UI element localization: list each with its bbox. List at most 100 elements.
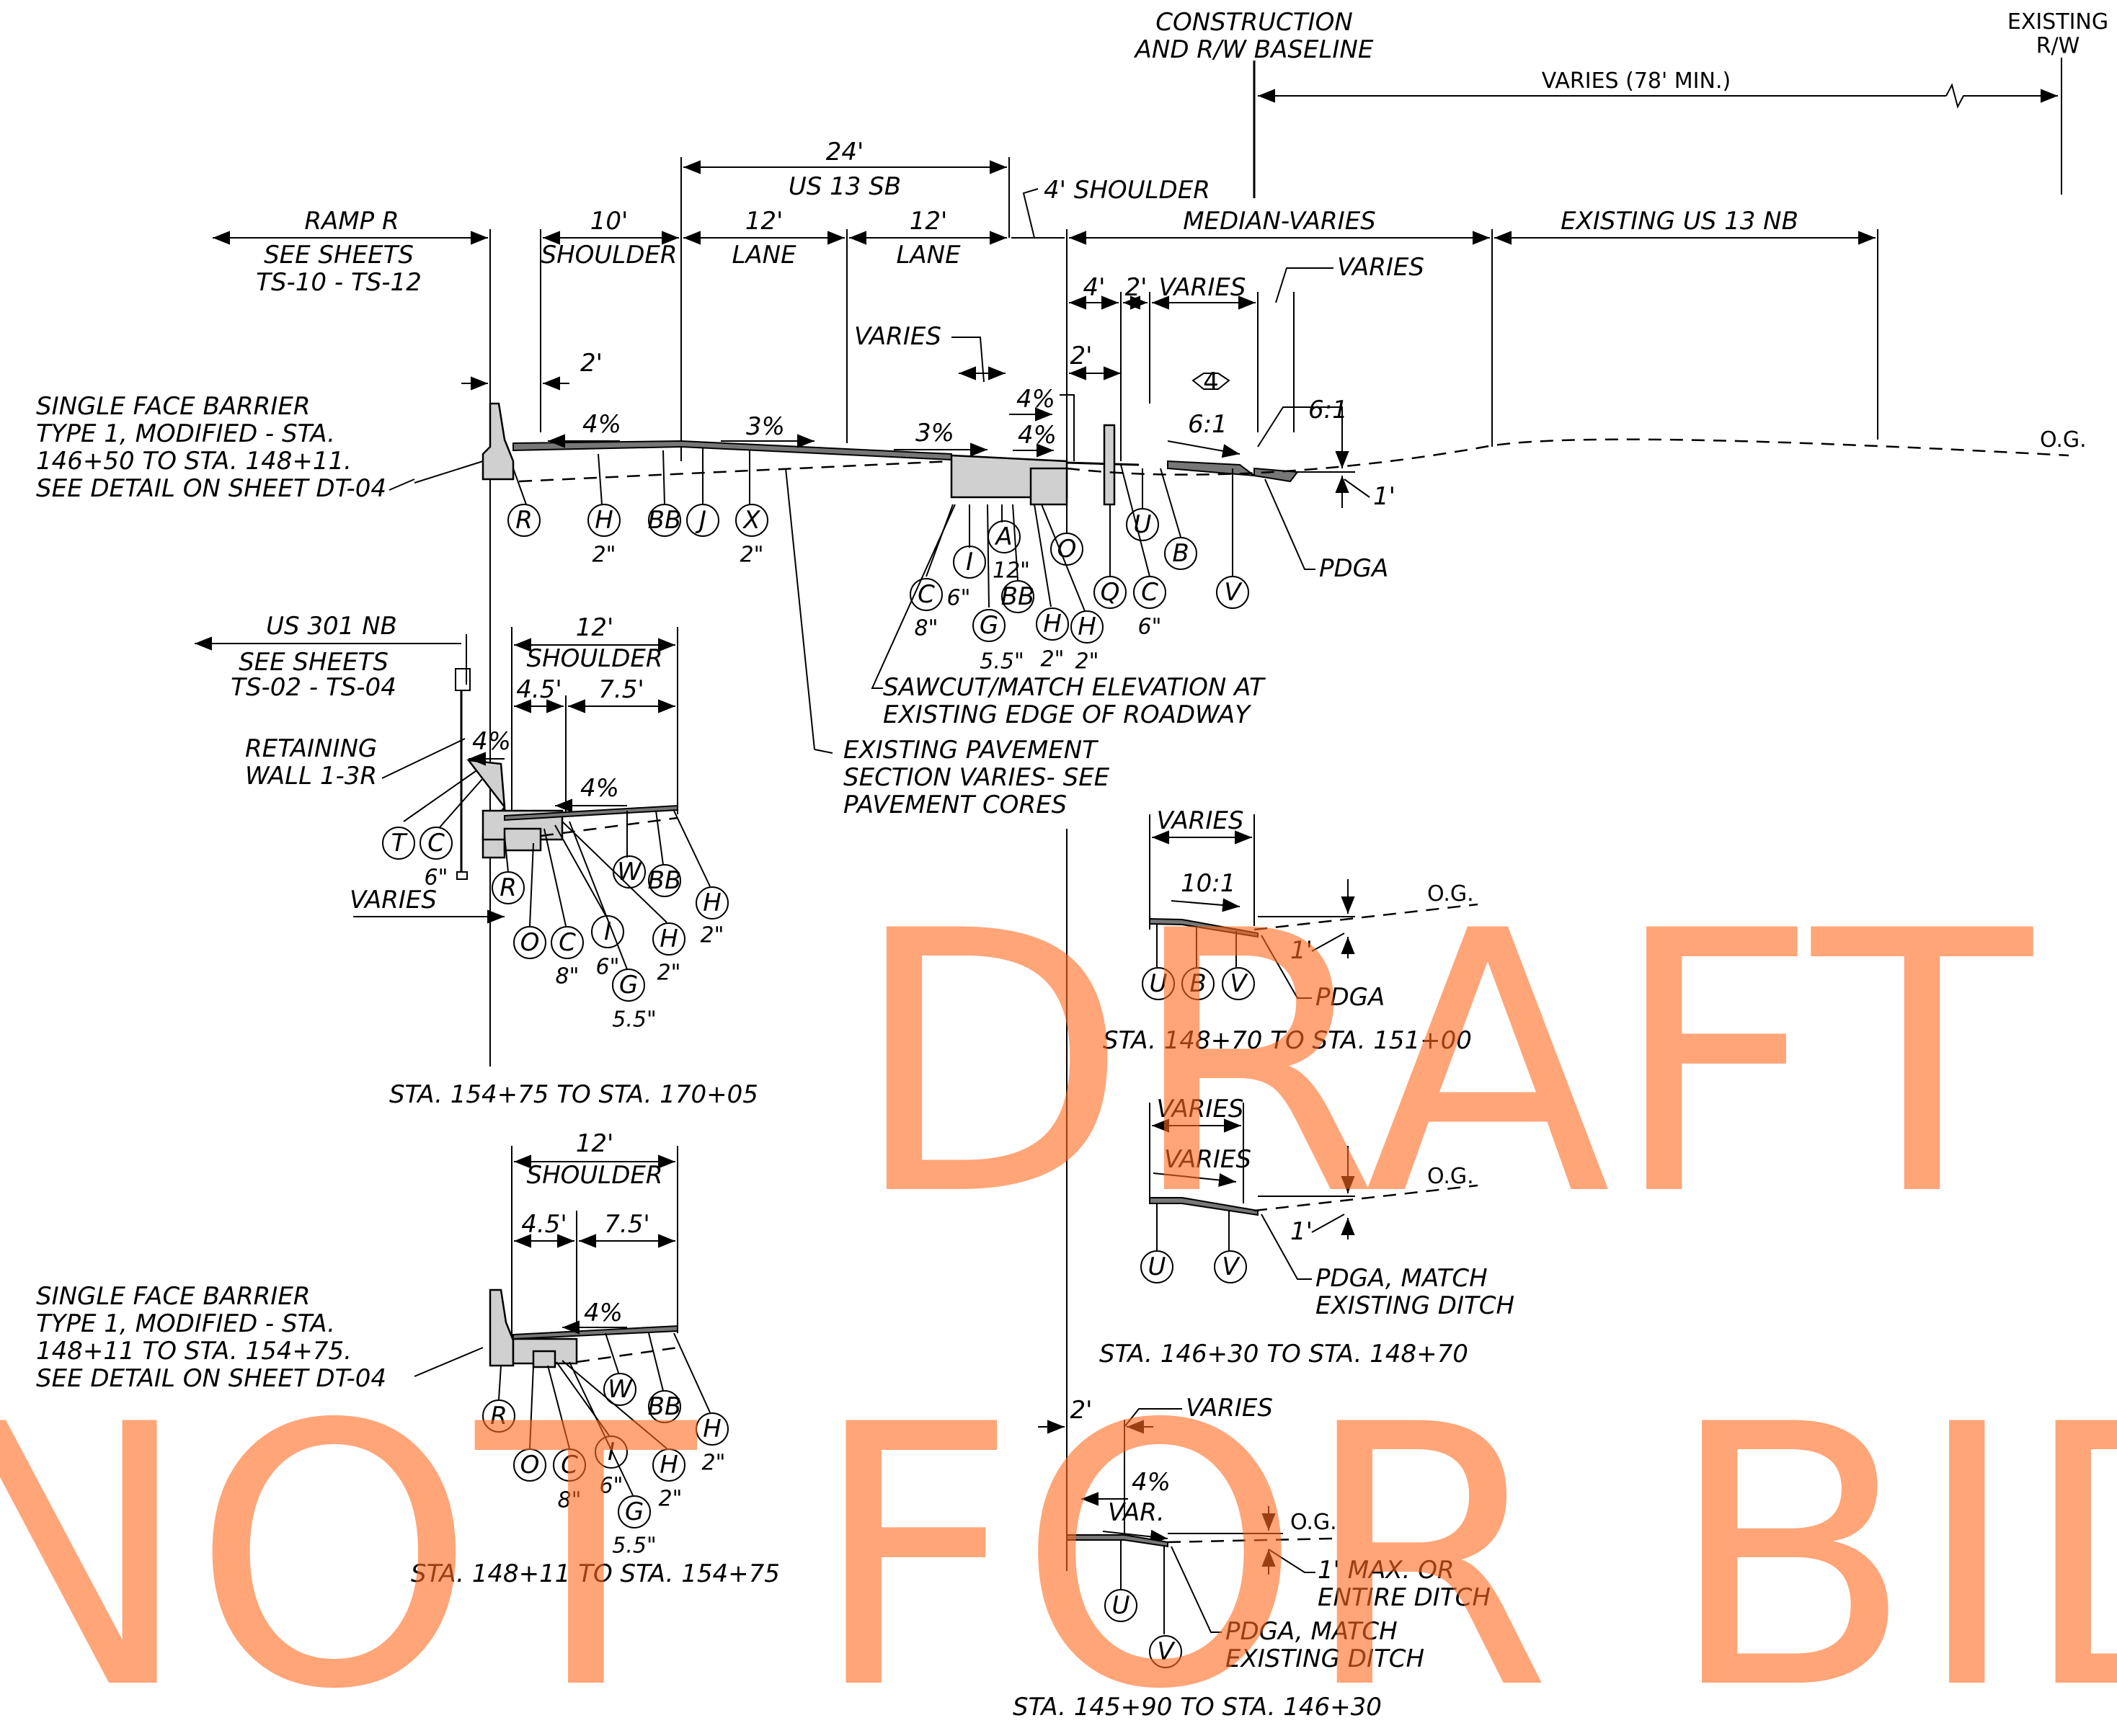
svg-text:B: B [1172,539,1189,568]
svg-text:5.5": 5.5" [980,649,1024,675]
svg-text:V: V [1157,1637,1176,1666]
svg-text:5.5": 5.5" [612,1007,657,1033]
text-line: PDGA, MATCH [1225,1617,1398,1646]
existing-us13nb-label: EXISTING US 13 NB [1561,207,1798,236]
svg-text:I: I [966,548,973,577]
svg-text:6": 6" [947,586,971,611]
text-line: R/W [2036,34,2080,59]
retaining-wall-cap [455,668,471,691]
svg-text:I: I [608,1438,615,1466]
text-line: SINGLE FACE BARRIER [36,1282,310,1311]
station-5: STA. 145+90 TO STA. 146+30 [1013,1693,1382,1722]
svg-text:X: X [742,506,760,535]
svg-text:U: U [1150,969,1168,998]
shoulder-label-1: SHOULDER [541,241,677,270]
svg-text:G: G [980,611,998,640]
varies-78-label: VARIES (78' MIN.) [1542,68,1731,94]
svg-text:2": 2" [702,1451,726,1476]
slope-4-148: 4% [584,1299,623,1327]
slope-101: 10:1 [1181,869,1235,898]
text-line: SECTION VARIES- SEE [843,763,1110,792]
svg-text:Q: Q [1101,578,1120,607]
ditch2-pave [1149,1197,1259,1216]
text-line: EXISTING DITCH [1225,1644,1424,1673]
station-2: STA. 148+70 TO STA. 151+00 [1103,1026,1472,1055]
slope-4-b: 4% [1016,385,1055,414]
svg-text:O: O [520,1451,540,1479]
svg-text:R: R [490,1402,507,1430]
svg-text:R: R [500,873,517,902]
varies-301: VARIES [350,886,437,914]
pdga-ditch1: PDGA [1315,983,1385,1012]
ts02-label: TS-02 - TS-04 [231,673,396,702]
station-4: STA. 148+11 TO STA. 154+75 [411,1559,780,1588]
station-1: STA. 154+75 TO STA. 170+05 [389,1080,758,1109]
og-main: O.G. [2040,427,2087,453]
watermark-draft: DRAFT [851,855,2038,1274]
ditch1-pave [1149,917,1259,938]
svg-text:H: H [660,1451,678,1479]
text-line: SAWCUT/MATCH ELEVATION AT [883,673,1266,702]
ramp-r-label: RAMP R [304,207,399,236]
barrier-301 [466,759,506,859]
svg-text:12": 12" [993,558,1030,584]
svg-text:8": 8" [915,616,938,641]
dim-2-curb: 2' [1070,342,1093,370]
og-ditch3: O.G. [1290,1510,1337,1535]
dim-45-301: 4.5' [516,675,562,704]
og-ditch2: O.G. [1427,1164,1474,1189]
text-line: RETAINING [245,734,377,763]
dim-12-301: 12' [576,613,614,642]
svg-text:B: B [1189,969,1206,998]
svg-text:C: C [427,829,445,858]
ts10-label: TS-10 - TS-12 [256,268,422,297]
svg-text:2": 2" [659,1487,683,1512]
see-sheets-1: SEE SHEETS [264,241,414,270]
dim-24: 24' [826,138,864,166]
slope-4-301b: 4% [580,774,619,803]
dim-12-148: 12' [576,1129,614,1158]
svg-text:H: H [703,1415,722,1443]
svg-text:A: A [994,522,1012,551]
svg-text:H: H [703,889,722,917]
dim-12-lane2: 12' [910,207,948,236]
callouts-148: R W BB H 2" O C 8" I 6" H 2" G 5.5" [482,1332,729,1559]
text-line: SEE DETAIL ON SHEET DT-04 [36,474,386,503]
callouts-main: R H 2" BB J X 2" I 6" A 12" C 8" BB G 5.… [507,448,1388,750]
svg-text:H: H [1078,613,1096,641]
svg-text:W: W [617,858,642,886]
svg-text:8": 8" [558,1488,582,1513]
shoulder-4-label: 4' SHOULDER [1044,176,1210,205]
text-line: WALL 1-3R [245,762,377,791]
slope-3-b: 3% [915,419,954,448]
svg-text:C: C [561,1451,578,1479]
svg-text:C: C [559,928,576,957]
svg-text:O: O [520,928,540,957]
svg-text:G: G [619,971,638,1000]
text-line: TYPE 1, MODIFIED - STA. [36,1309,335,1338]
dim-10: 10' [590,207,629,236]
text-line: ENTIRE DITCH [1318,1583,1491,1612]
slope-61-b: 6:1 [1308,396,1348,424]
pave-148 [512,1325,678,1340]
svg-text:W: W [608,1375,633,1404]
svg-text:6": 6" [1138,615,1162,640]
pdga-main: PDGA [1319,554,1388,583]
dim-75-301: 7.5' [598,675,644,704]
var-label: VAR. [1108,1498,1165,1527]
svg-text:J: J [695,506,706,535]
text-line: 148+11 TO STA. 154+75. [36,1337,352,1366]
svg-text:G: G [625,1497,644,1526]
svg-text:H: H [660,925,678,953]
og-ditch1: O.G. [1427,881,1474,907]
svg-text:C: C [918,580,935,609]
dim-12-lane1: 12' [745,207,784,236]
dim-2-median: 2' [1125,273,1148,302]
